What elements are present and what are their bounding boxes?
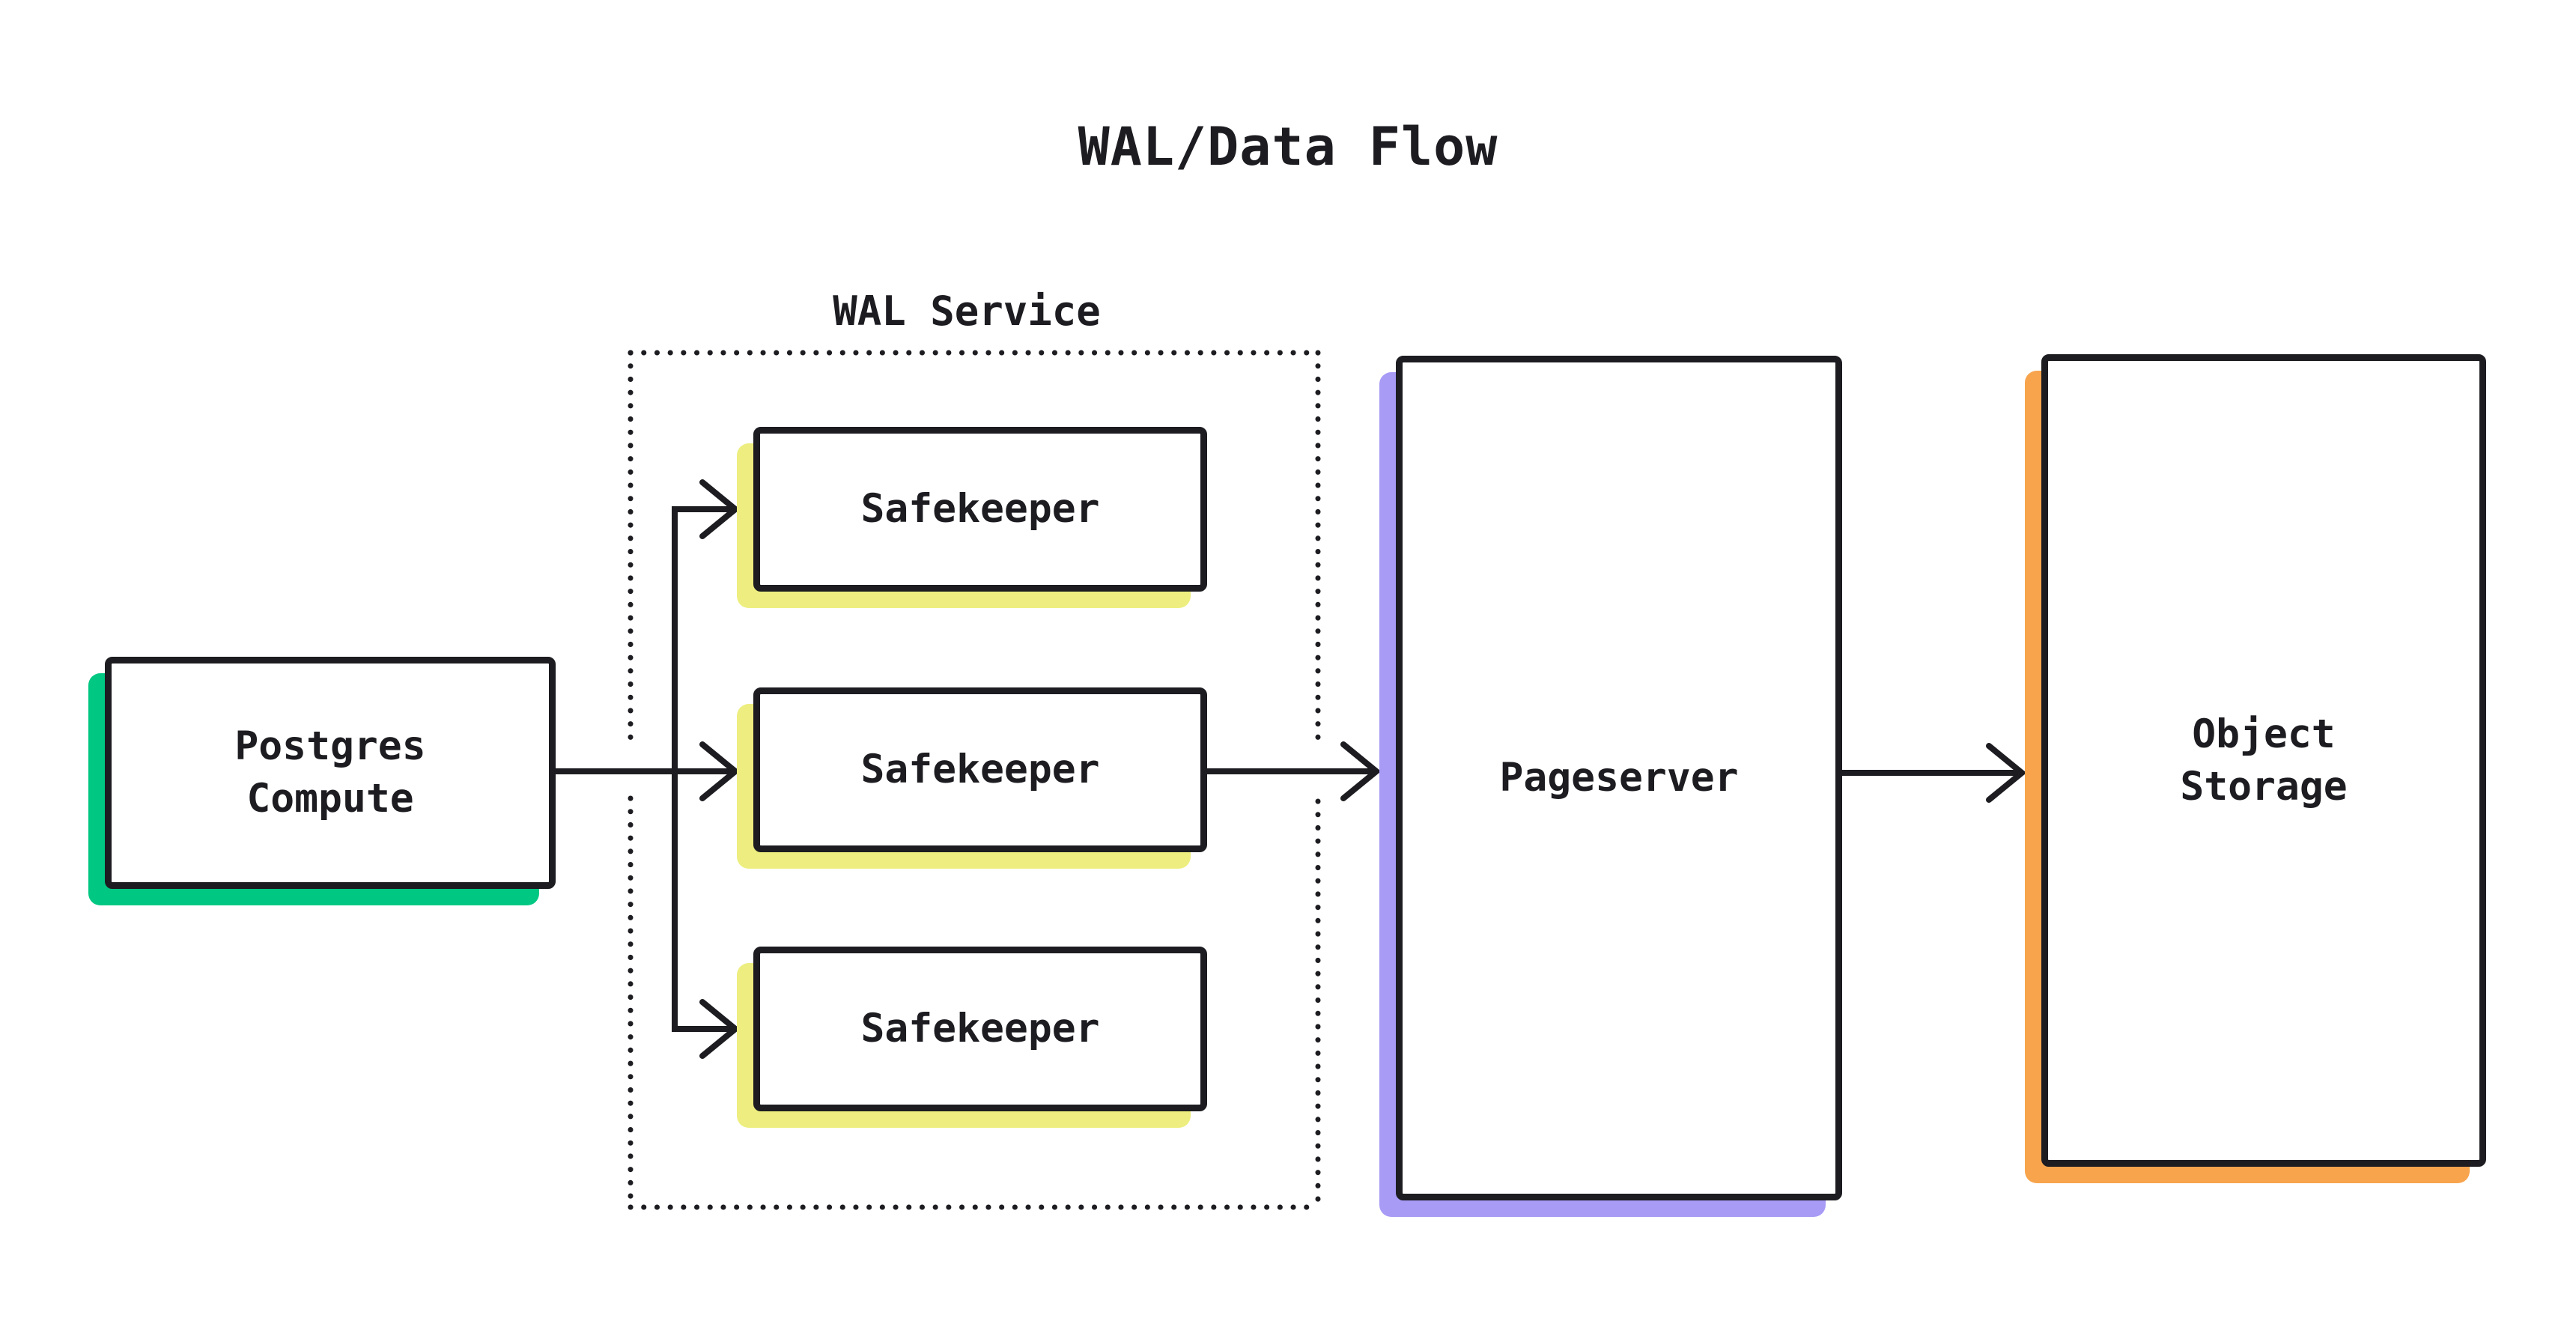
postgres-compute-node: Postgres Compute: [88, 657, 556, 905]
wal-service-label: WAL Service: [833, 288, 1101, 335]
postgres-compute-label: Postgres Compute: [234, 723, 426, 822]
page-title: WAL/Data Flow: [1078, 116, 1498, 177]
safekeeper-2-node: Safekeeper: [737, 687, 1207, 869]
object-storage-label: Object Storage: [2180, 711, 2348, 810]
safekeeper-1-label: Safekeeper: [860, 486, 1100, 532]
pageserver-box: Pageserver: [1396, 356, 1842, 1200]
safekeeper-3-label: Safekeeper: [860, 1006, 1100, 1052]
wal-service-dotted-border: [628, 350, 1321, 1210]
safekeeper-1-node: Safekeeper: [737, 427, 1207, 608]
safekeeper-2-label: Safekeeper: [860, 747, 1100, 793]
arrowhead-pageserver: [1340, 741, 1382, 801]
arrowhead-object-storage: [1986, 743, 2027, 803]
safekeeper-1-box: Safekeeper: [753, 427, 1207, 592]
safekeeper-3-node: Safekeeper: [737, 947, 1207, 1128]
object-storage-node: Object Storage: [2025, 354, 2486, 1183]
arrowhead-safekeeper-3: [699, 999, 741, 1059]
pageserver-node: Pageserver: [1379, 356, 1842, 1217]
safekeeper-3-box: Safekeeper: [753, 947, 1207, 1111]
arrowhead-safekeeper-1: [699, 479, 741, 539]
object-storage-box: Object Storage: [2041, 354, 2486, 1167]
pageserver-label: Pageserver: [1499, 755, 1739, 801]
safekeeper-branch-line: [672, 506, 735, 1032]
safekeeper-2-box: Safekeeper: [753, 687, 1207, 852]
arrowhead-safekeeper-2: [699, 741, 741, 801]
postgres-compute-box: Postgres Compute: [105, 657, 556, 889]
flow-arrows: [553, 479, 2027, 1059]
